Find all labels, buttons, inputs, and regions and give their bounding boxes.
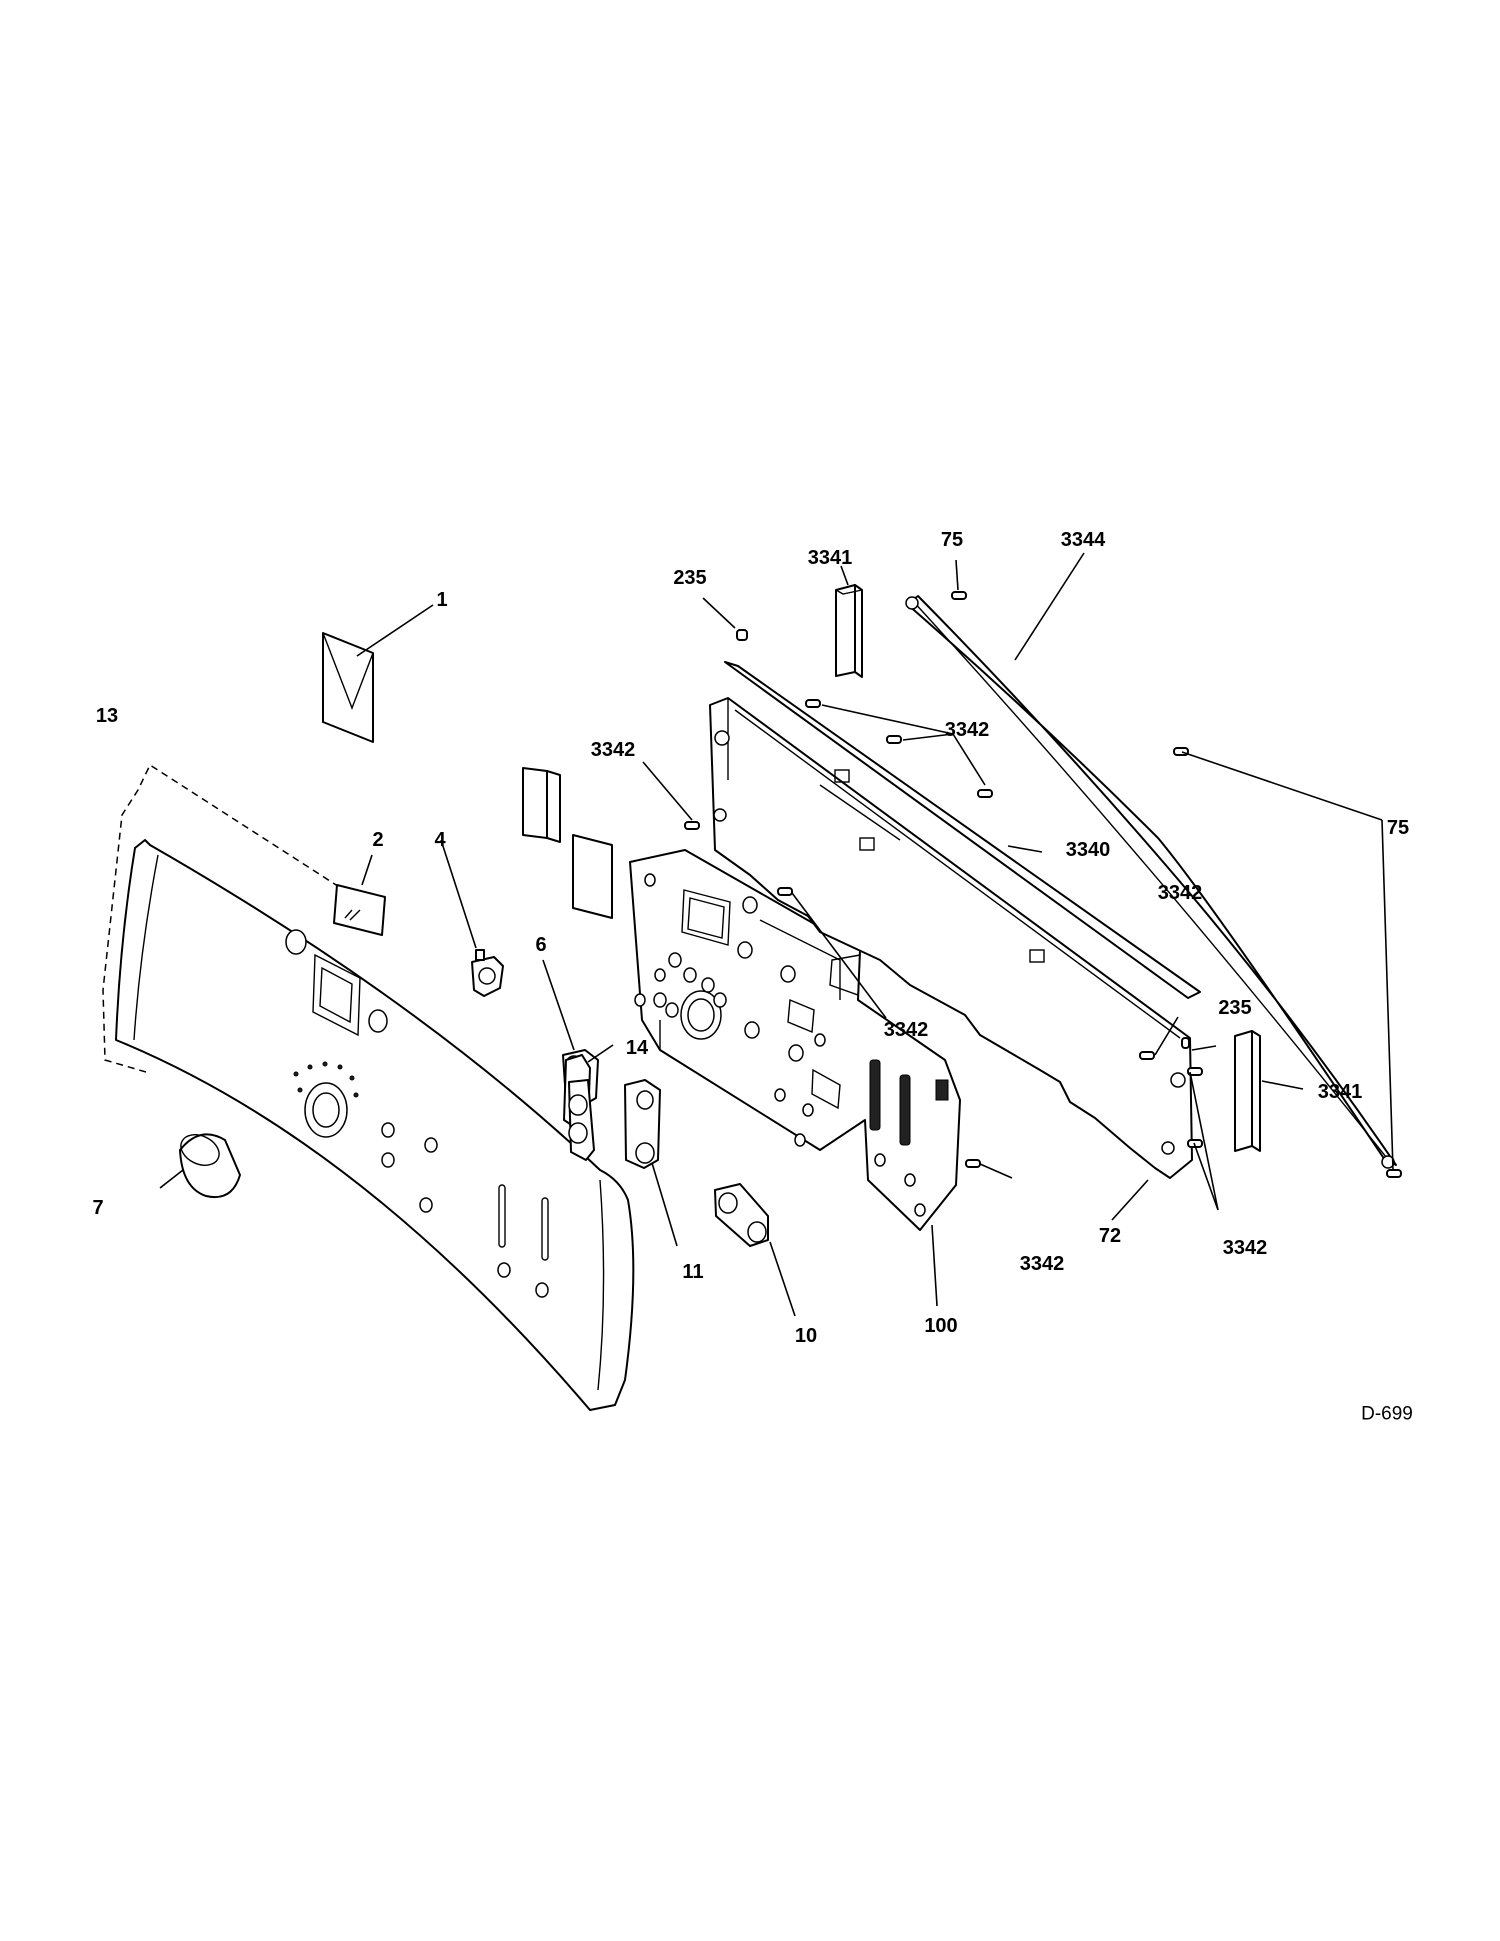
callout-75-top: 75: [940, 529, 964, 551]
callout-75-right: 75: [1386, 817, 1410, 839]
callout-3342-right: 3342: [1157, 882, 1203, 904]
callout-3341-top: 3341: [807, 547, 853, 569]
callout-3340: 3340: [1065, 839, 1111, 861]
callout-1: 1: [436, 589, 448, 611]
part-3341-block-top: [835, 584, 863, 678]
callout-72: 72: [1098, 1225, 1122, 1247]
callout-235-top: 235: [673, 567, 707, 589]
part-11-switch: [624, 1079, 661, 1169]
callout-3342-left: 3342: [590, 739, 636, 761]
callout-100: 100: [924, 1315, 958, 1337]
part-7-knob: [179, 1133, 241, 1198]
callout-3342-top: 3342: [944, 719, 990, 741]
callout-4: 4: [434, 829, 446, 851]
part-4-switch: [471, 949, 504, 997]
part-3340-bracket: [709, 697, 1193, 1179]
leader-lines: [159, 552, 1394, 1317]
part-100-control-board: [629, 849, 961, 1231]
part-14-switch-assembly: [568, 1079, 595, 1161]
callout-235-bottom: 235: [1218, 997, 1252, 1019]
callout-14: 14: [625, 1037, 649, 1059]
callout-6: 6: [535, 934, 547, 956]
callout-3342-bottom-right: 3342: [1222, 1237, 1268, 1259]
part-3341-block-bottom: [1234, 1030, 1261, 1152]
trim-strip: [724, 661, 1201, 999]
callout-3342-bottom: 3342: [1019, 1253, 1065, 1275]
ribbon-cable: [522, 767, 613, 919]
diagram-code: D-699: [1361, 1403, 1413, 1425]
callout-2: 2: [372, 829, 384, 851]
callout-3342-center: 3342: [883, 1019, 929, 1041]
screws: [684, 591, 1402, 1178]
part-3344-rod: [905, 595, 1397, 1169]
callout-10: 10: [794, 1325, 818, 1347]
part-13-bracket: [102, 763, 348, 1073]
part-13-control-panel: [115, 839, 635, 1411]
part-2-lens: [333, 884, 386, 936]
part-1-envelope: [322, 632, 374, 743]
callout-11: 11: [682, 1261, 704, 1283]
part-10-switch: [714, 1183, 769, 1247]
callout-7: 7: [92, 1197, 104, 1219]
callout-3341-bottom: 3341: [1317, 1081, 1363, 1103]
callout-13: 13: [95, 705, 119, 727]
callout-3344: 3344: [1060, 529, 1106, 551]
